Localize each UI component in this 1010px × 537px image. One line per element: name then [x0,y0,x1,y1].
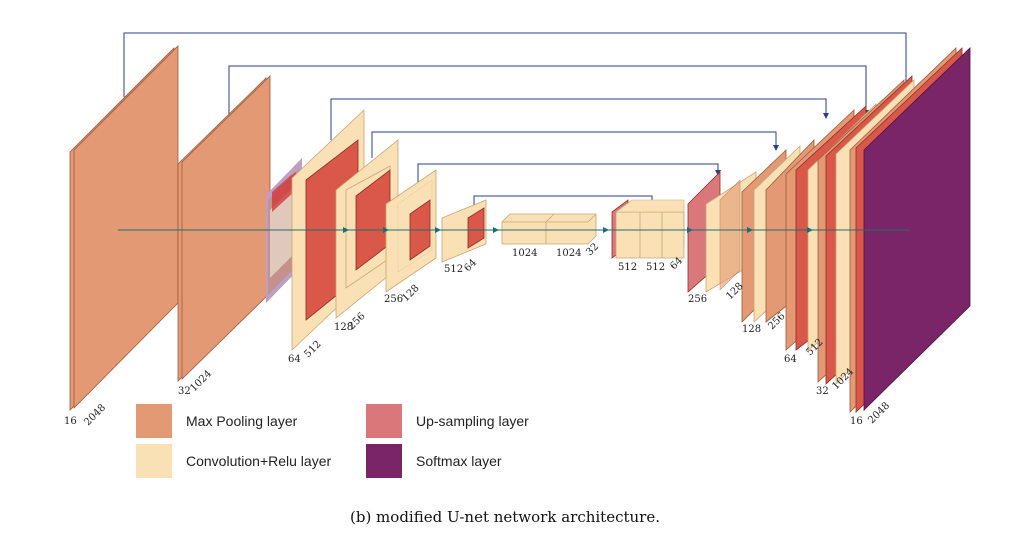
skip-connection-5 [417,163,721,185]
label-enc-64: 64 [288,354,301,365]
legend-swatch-up-sampling [366,404,402,438]
legend-swatch-max-pooling [136,404,172,438]
label-mid-1024b: 1024 [556,248,581,259]
label-dec-512b: 512 [646,262,665,273]
legend-label-convolution-relu: Convolution+Relu layer [186,453,331,469]
enc-conv-128 [385,169,437,293]
label-enc-128: 128 [334,322,353,333]
label-enc-1024: 1024 [188,368,214,394]
softmax-layer-block [863,47,971,411]
skip-connections [123,32,909,209]
bottleneck-conv [501,213,597,245]
legend-label-softmax: Softmax layer [416,453,502,469]
label-dec-512a: 512 [618,262,637,273]
label-dec-64b: 64 [784,354,797,365]
enc-maxpool-2048 [69,45,179,411]
dec-upsample-64 [611,199,685,259]
legend-swatch-convolution-relu [136,444,172,478]
label-dec-32: 32 [816,386,829,397]
legend-label-max-pooling: Max Pooling layer [186,413,298,429]
enc-conv-256 [335,139,399,319]
label-dec-128b: 128 [742,324,761,335]
label-enc-512b: 512 [444,264,463,275]
skip-connection-3 [330,98,829,140]
label-enc-64b: 64 [462,257,479,274]
label-mid-1024a: 1024 [512,248,537,259]
label-enc-128b: 128 [400,283,421,304]
label-enc-16: 16 [64,416,77,427]
label-dec-16: 16 [850,416,863,427]
label-enc-512: 512 [302,339,323,360]
enc-conv-64 [441,199,487,263]
legend-label-up-sampling: Up-sampling layer [416,413,529,429]
label-enc-32: 32 [178,386,191,397]
legend-swatch-softmax [366,444,402,478]
label-enc-2048: 2048 [82,402,108,428]
label-enc-256b: 256 [384,294,403,305]
figure-caption: (b) modified U-net network architecture. [350,508,660,526]
legend: Max Pooling layer Convolution+Relu layer… [136,404,529,478]
enc-maxpool-1024 [177,75,271,382]
skip-connection-4 [371,131,779,158]
skip-connection-1 [123,32,909,97]
label-dec-256: 256 [688,294,707,305]
skip-connection-2 [228,65,869,150]
